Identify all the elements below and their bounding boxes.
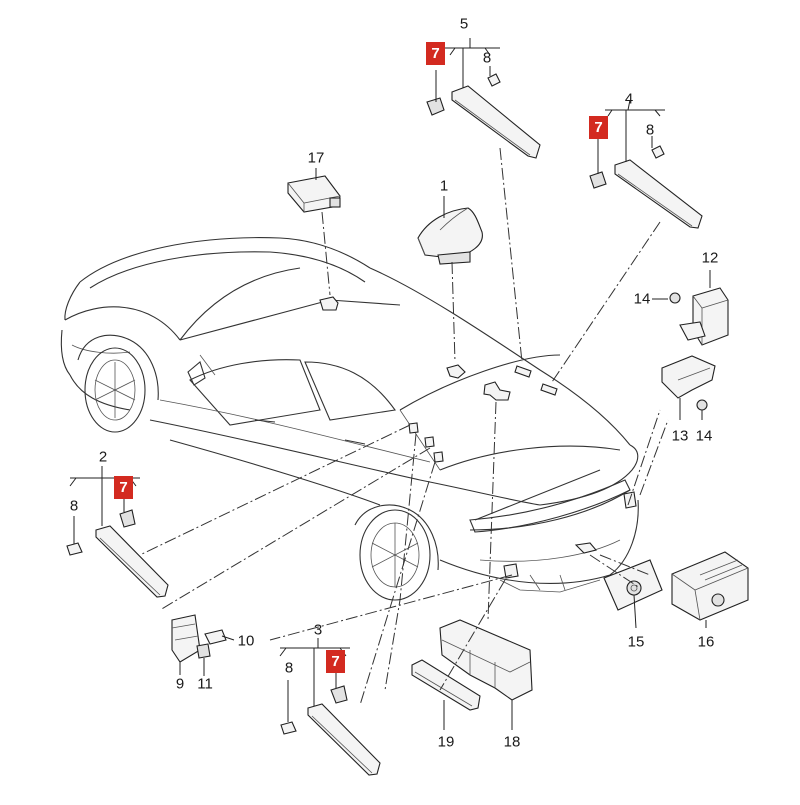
callout-8: 8 — [482, 49, 492, 67]
callout-17: 17 — [307, 149, 325, 167]
mount-rear-window-a — [514, 365, 532, 378]
part-16-control-unit — [671, 551, 749, 621]
part-5-antenna-strip — [426, 73, 541, 159]
callout-7-highlight: 7 — [114, 476, 133, 499]
front-wheel — [77, 334, 159, 433]
rear-wheel — [354, 504, 439, 601]
part-3-antenna-strip — [280, 685, 381, 776]
callout-16: 16 — [697, 633, 715, 651]
callout-3: 3 — [313, 621, 323, 639]
car-body — [60, 237, 639, 601]
callout-2: 2 — [98, 448, 108, 466]
part-4-antenna-strip — [589, 145, 703, 229]
part-12-bracket — [669, 287, 729, 346]
callout-7-highlight: 7 — [589, 116, 608, 139]
callout-13: 13 — [671, 427, 689, 445]
mount-side-c — [433, 451, 444, 463]
callout-14: 14 — [695, 427, 713, 445]
part-13-bracket — [661, 355, 716, 411]
leader-lines — [69, 38, 711, 730]
callout-18: 18 — [503, 733, 521, 751]
callout-10: 10 — [237, 632, 255, 650]
part-2-antenna-strip — [66, 509, 169, 598]
callout-8: 8 — [284, 659, 294, 677]
callout-14: 14 — [633, 290, 651, 308]
callout-11: 11 — [197, 675, 213, 693]
callout-1: 1 — [439, 177, 449, 195]
callout-9: 9 — [175, 675, 185, 693]
callout-7-highlight: 7 — [326, 650, 345, 673]
callout-8: 8 — [645, 121, 655, 139]
callout-8: 8 — [69, 497, 79, 515]
mount-points — [319, 296, 637, 579]
callout-15: 15 — [627, 633, 645, 651]
callout-7-highlight: 7 — [426, 42, 445, 65]
callout-4: 4 — [624, 90, 634, 108]
part-19-strip — [411, 659, 481, 711]
connection-lines — [139, 147, 669, 706]
part-15-mounting-plate — [603, 559, 663, 611]
part-9-module — [171, 614, 227, 663]
mount-side-a — [408, 422, 419, 434]
mount-roof-antenna — [446, 364, 466, 379]
mount-bumper-left — [503, 563, 519, 579]
callout-12: 12 — [701, 249, 719, 267]
callout-19: 19 — [437, 733, 455, 751]
part-17-control-module — [287, 175, 341, 213]
callout-5: 5 — [459, 15, 469, 33]
mount-rear-window-b — [540, 383, 558, 396]
mount-rear-bumper — [574, 542, 597, 554]
mount-roof-rear — [483, 381, 511, 401]
mount-roof-front — [319, 296, 339, 311]
mount-side-b — [424, 436, 435, 448]
part-1-roof-antenna — [417, 207, 483, 265]
